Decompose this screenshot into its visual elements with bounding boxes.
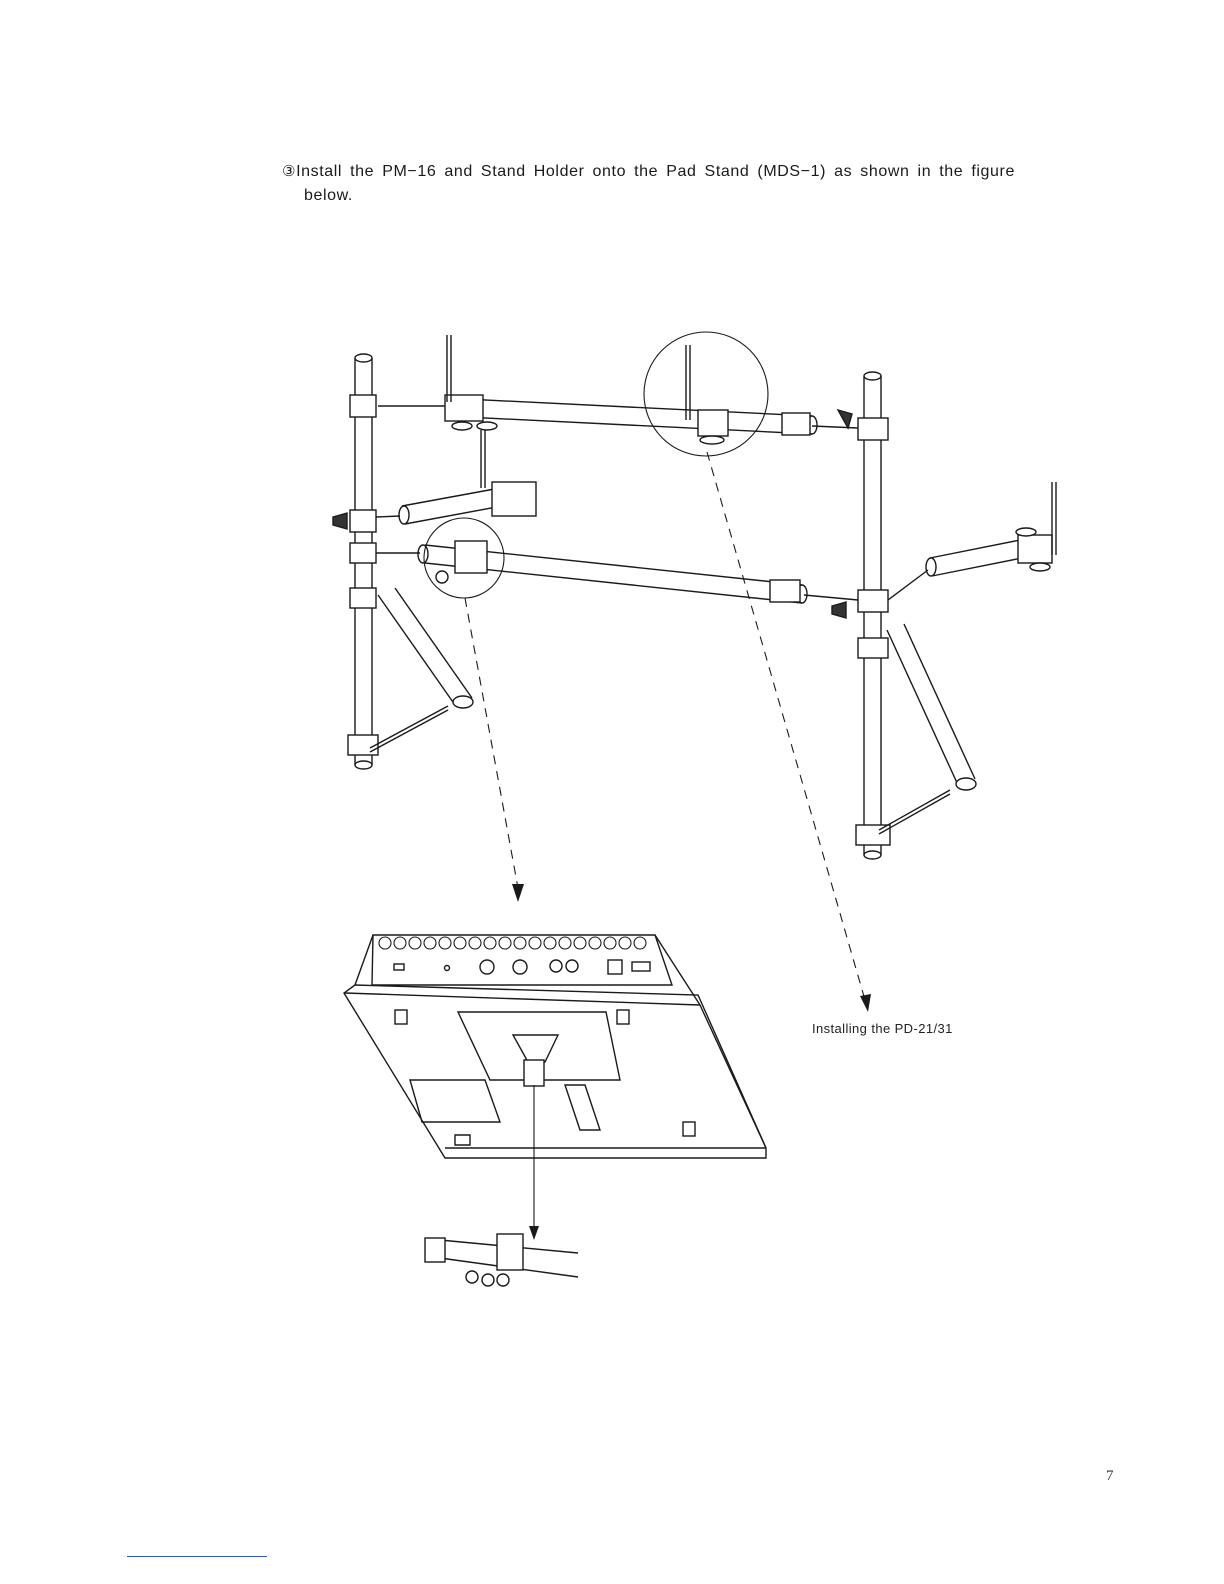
right-side-arm (888, 482, 1056, 600)
guide-lines (465, 452, 865, 1000)
short-arm (376, 482, 536, 524)
lower-crossbar (376, 518, 858, 603)
page-number: 7 (1106, 1468, 1114, 1485)
arrow-head-right (860, 994, 871, 1012)
right-stand (832, 372, 976, 859)
mount-arrow-head (529, 1226, 539, 1240)
footer-rule (127, 1556, 267, 1557)
pad-unit (344, 935, 766, 1158)
stand-holder-detail (425, 1234, 578, 1286)
figure-caption: Installing the PD-21/31 (812, 1021, 953, 1036)
upper-crossbar (378, 332, 858, 488)
arrow-head-left (512, 884, 524, 902)
